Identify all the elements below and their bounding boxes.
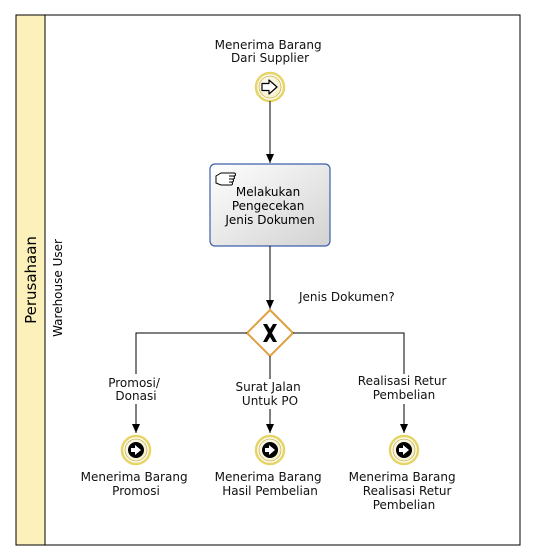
end-event-label: Menerima Barang Promosi — [81, 470, 192, 498]
pool-header — [15, 14, 46, 546]
end-event-realisasi-retur[interactable]: Menerima Barang Realisasi Retur Pembelia… — [349, 434, 460, 512]
manual-task-hand-icon — [215, 172, 236, 186]
pool-title: Perusahaan — [22, 236, 40, 324]
svg-text:Promosi/ Donasi: Promosi/ Donasi — [108, 376, 164, 403]
flow-label-retur: Realisasi Retur Pembelian — [355, 374, 453, 404]
start-event[interactable]: Menerima Barang Dari Supplier — [215, 38, 326, 103]
gateway-x-icon — [263, 324, 277, 342]
message-arrow-icon — [261, 79, 278, 95]
svg-text:Realisasi Retur Pembelia: Realisasi Retur Pembelian — [358, 374, 450, 402]
svg-text:Surat Jalan Untuk PO: Surat Jalan Untuk PO — [235, 380, 304, 408]
task-cek-dokumen[interactable]: Melakukan Pengecekan Jenis Dokumen — [209, 163, 331, 247]
end-event-promosi[interactable]: Menerima Barang Promosi — [81, 434, 192, 498]
end-event-hasil-pembelian[interactable]: Menerima Barang Hasil Pembelian — [215, 434, 326, 498]
end-event-label: Menerima Barang Realisasi Retur Pembelia… — [349, 470, 460, 512]
end-event-label: Menerima Barang Hasil Pembelian — [215, 470, 326, 498]
gateway-label: Jenis Dokumen? — [298, 290, 395, 304]
flow-label-promosi: Promosi/ Donasi — [104, 374, 168, 404]
task-label: Melakukan Pengecekan Jenis Dokumen — [224, 185, 314, 227]
flow-label-surat-jalan: Surat Jalan Untuk PO — [232, 379, 308, 409]
lane: Warehouse User — [51, 239, 65, 337]
lane-title: Warehouse User — [51, 239, 65, 337]
start-event-label: Menerima Barang Dari Supplier — [215, 38, 326, 65]
